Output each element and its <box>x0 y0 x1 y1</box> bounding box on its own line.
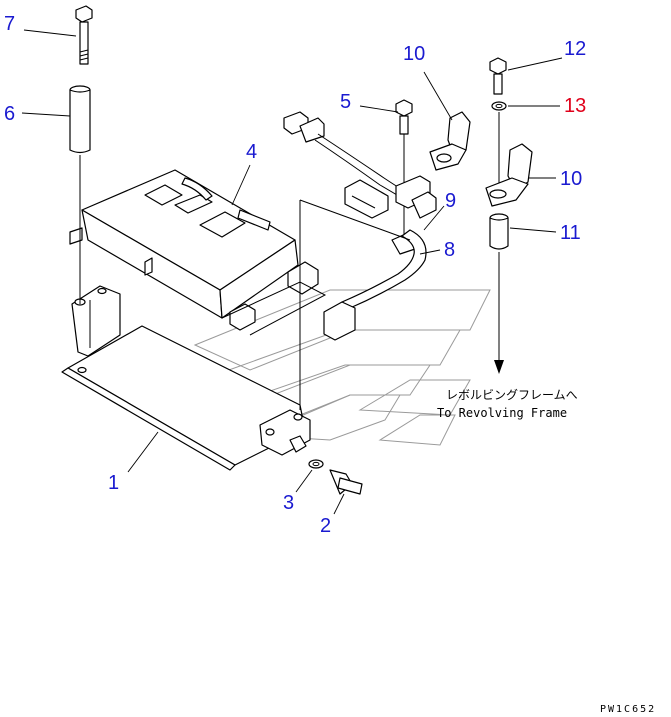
reference-line <box>299 199 411 241</box>
note-japanese: レボルビングフレームへ <box>446 388 578 402</box>
leader-lines <box>21 29 563 515</box>
callout-10-lower: 10 <box>560 168 582 190</box>
collar-11 <box>489 213 509 250</box>
callout-5: 5 <box>340 91 351 113</box>
controller-unit <box>69 169 327 336</box>
clamp-bracket-upper <box>429 111 471 171</box>
clamp-bracket-lower <box>485 143 533 207</box>
callout-6: 6 <box>4 103 15 125</box>
bracket-plate <box>61 285 311 471</box>
note-english: To Revolving Frame <box>437 406 567 420</box>
callout-10-upper: 10 <box>403 43 425 65</box>
callout-7: 7 <box>4 13 15 35</box>
callout-4: 4 <box>246 141 257 163</box>
callout-2: 2 <box>320 515 331 537</box>
callout-8: 8 <box>444 239 455 261</box>
callout-12: 12 <box>564 38 586 60</box>
callout-1: 1 <box>108 472 119 494</box>
long-bolt <box>75 5 93 65</box>
washer-3 <box>308 459 324 469</box>
wiring-harness <box>283 111 437 341</box>
callout-9: 9 <box>445 190 456 212</box>
callout-13: 13 <box>564 95 586 117</box>
callout-11: 11 <box>560 222 581 244</box>
bolt-12 <box>489 57 507 95</box>
callout-3: 3 <box>283 492 294 514</box>
spacer-collar <box>69 85 91 154</box>
bolt-2 <box>289 435 363 495</box>
washer-13 <box>491 101 507 111</box>
arrow-to-frame <box>494 252 504 374</box>
bolt-5 <box>395 99 413 135</box>
drawing-code: PW1C652 <box>600 704 656 715</box>
